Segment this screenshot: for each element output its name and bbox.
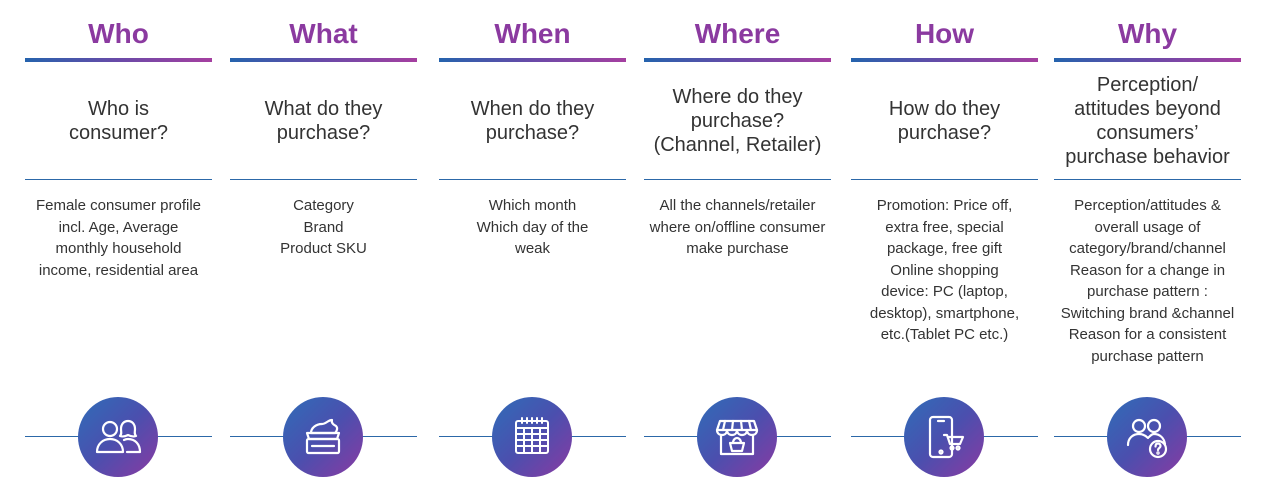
icon-badge bbox=[283, 397, 363, 477]
column-header: Who bbox=[88, 18, 149, 49]
column-header: How bbox=[914, 18, 975, 49]
column-why: Why Perception/ attitudes beyond consume… bbox=[1054, 0, 1241, 501]
divider bbox=[1054, 179, 1241, 180]
column-question: Who is consumer? bbox=[69, 98, 168, 144]
column-detail: Category Brand Product SKU bbox=[280, 197, 367, 257]
icon-badge bbox=[492, 397, 572, 477]
column-header: Where bbox=[694, 18, 781, 49]
smartphone-cart-icon bbox=[928, 415, 965, 459]
people-question-icon bbox=[1126, 418, 1168, 459]
calendar-icon bbox=[515, 417, 549, 454]
header-underline bbox=[644, 58, 831, 62]
column-header: What bbox=[289, 18, 358, 49]
divider bbox=[851, 179, 1038, 180]
icon-badge bbox=[78, 397, 158, 477]
column-detail: Female consumer profile incl. Age, Avera… bbox=[35, 197, 202, 279]
icon-badge bbox=[697, 397, 777, 477]
header-underline bbox=[230, 58, 417, 62]
column-what: What What do they purchase? Category Bra… bbox=[230, 0, 417, 501]
cosmetic-cream-icon bbox=[305, 418, 341, 455]
column-detail: Which month Which day of the weak bbox=[476, 197, 589, 257]
divider bbox=[439, 179, 626, 180]
column-header: When bbox=[494, 18, 571, 49]
column-when: When When do they purchase? Which month … bbox=[439, 0, 626, 501]
divider bbox=[644, 179, 831, 180]
header-underline bbox=[439, 58, 626, 62]
column-question: Where do they purchase? (Channel, Retail… bbox=[653, 86, 822, 156]
column-question: What do they purchase? bbox=[264, 98, 383, 144]
column-detail: Perception/attitudes & overall usage of … bbox=[1060, 197, 1235, 365]
column-who: Who Who is consumer? Female consumer pro… bbox=[25, 0, 212, 501]
column-how: How How do they purchase? Promotion: Pri… bbox=[851, 0, 1038, 501]
column-where: Where Where do they purchase? (Channel, … bbox=[644, 0, 831, 501]
column-detail: All the channels/retailer where on/offli… bbox=[649, 197, 826, 257]
column-question: How do they purchase? bbox=[888, 98, 1001, 144]
header-underline bbox=[1054, 58, 1241, 62]
header-underline bbox=[25, 58, 212, 62]
column-question: When do they purchase? bbox=[470, 98, 595, 144]
column-header: Why bbox=[1117, 18, 1178, 49]
divider bbox=[25, 179, 212, 180]
icon-badge bbox=[1107, 397, 1187, 477]
icon-badge bbox=[904, 397, 984, 477]
store-icon bbox=[715, 419, 759, 456]
divider bbox=[230, 179, 417, 180]
column-detail: Promotion: Price off, extra free, specia… bbox=[869, 197, 1020, 343]
people-icon bbox=[95, 419, 142, 454]
header-underline bbox=[851, 58, 1038, 62]
column-question: Perception/ attitudes beyond consumers’ … bbox=[1065, 74, 1230, 168]
